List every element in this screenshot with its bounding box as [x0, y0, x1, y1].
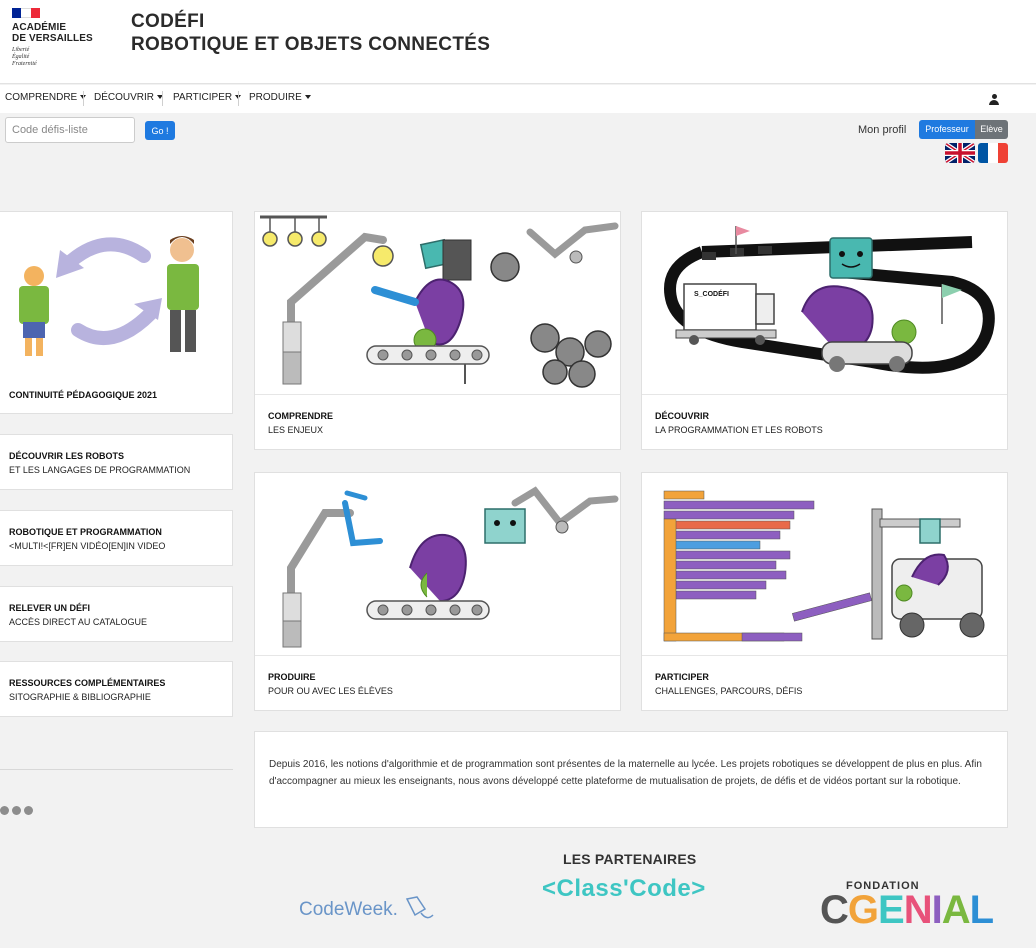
left-card-subtitle: <MULTI!<[FR]EN VIDÉO[EN]IN VIDEO: [9, 541, 166, 551]
profile-eleve-button[interactable]: Elève: [975, 120, 1008, 139]
site-title-line1: CODÉFI: [131, 11, 205, 32]
left-card-title: RELEVER UN DÉFI: [9, 603, 91, 613]
card-produire[interactable]: PRODUIRE POUR OU AVEC LES ÉLÈVES: [254, 472, 621, 711]
site-title: CODÉFI ROBOTIQUE ET OBJETS CONNECTÉS: [131, 10, 490, 56]
card-subtitle: LA PROGRAMMATION ET LES ROBOTS: [655, 425, 823, 435]
left-card-title: ROBOTIQUE ET PROGRAMMATION: [9, 527, 162, 537]
logo-line2: DE VERSAILLES: [12, 33, 93, 44]
card-decouvrir[interactable]: S_CODÉFI DÉCOUVRIR LA PROGRAMMATION ET L…: [641, 211, 1008, 450]
left-divider: [0, 769, 233, 770]
produire-illustration: [255, 473, 620, 656]
participer-illustration: [642, 473, 1007, 656]
left-card-subtitle: SITOGRAPHIE & BIBLIOGRAPHIE: [9, 692, 151, 702]
left-card-title: RESSOURCES COMPLÉMENTAIRES: [9, 678, 166, 688]
left-card-title: CONTINUITÉ PÉDAGOGIQUE 2021: [9, 390, 158, 400]
cgenial-text: CGENIAL: [820, 888, 994, 932]
nav-participer[interactable]: PARTICIPER: [173, 92, 241, 103]
facebook-icon[interactable]: [0, 806, 9, 815]
card-title: PRODUIRE: [268, 672, 316, 682]
exchange-illustration: [19, 236, 199, 356]
profile-label: Mon profil: [858, 124, 907, 136]
logo-line1: ACADÉMIE: [12, 22, 67, 33]
left-card-ressources[interactable]: RESSOURCES COMPLÉMENTAIRES SITOGRAPHIE &…: [0, 661, 233, 717]
go-button[interactable]: Go !: [145, 121, 175, 140]
nav-divider: [83, 91, 84, 106]
fondation-cgenial-logo[interactable]: FONDATION CGENIAL: [820, 878, 994, 938]
nav-decouvrir[interactable]: DÉCOUVRIR: [94, 92, 163, 103]
left-card-subtitle: ET LES LANGAGES DE PROGRAMMATION: [9, 465, 191, 475]
site-header: ACADÉMIE DE VERSAILLES Liberté Égalité F…: [0, 0, 1036, 84]
codeweek-text: CodeWeek.: [299, 899, 398, 920]
card-subtitle: LES ENJEUX: [268, 425, 324, 435]
twitter-icon[interactable]: [12, 806, 21, 815]
site-description: Depuis 2016, les notions d'algorithmie e…: [254, 731, 1008, 828]
card-subtitle: POUR OU AVEC LES ÉLÈVES: [268, 686, 393, 696]
card-comprendre[interactable]: COMPRENDRE LES ENJEUX: [254, 211, 621, 450]
french-flag-icon: [12, 8, 40, 18]
academie-logo[interactable]: ACADÉMIE DE VERSAILLES Liberté Égalité F…: [12, 8, 112, 76]
left-card-title: DÉCOUVRIR LES ROBOTS: [9, 451, 125, 461]
fondation-text: FONDATION: [846, 880, 920, 892]
mouse-icon: [406, 896, 434, 919]
card-title: DÉCOUVRIR: [655, 411, 710, 421]
card-subtitle: CHALLENGES, PARCOURS, DÉFIS: [655, 686, 803, 696]
site-title-line2: ROBOTIQUE ET OBJETS CONNECTÉS: [131, 34, 491, 55]
codeweek-logo[interactable]: CodeWeek.: [299, 895, 435, 921]
nav-divider: [162, 91, 163, 106]
left-card-decouvrir-robots[interactable]: DÉCOUVRIR LES ROBOTS ET LES LANGAGES DE …: [0, 434, 233, 490]
partners-title: LES PARTENAIRES: [563, 851, 697, 867]
decouvrir-illustration: S_CODÉFI: [642, 212, 1007, 395]
truck-sign: S_CODÉFI: [694, 289, 729, 298]
nav-produire[interactable]: PRODUIRE: [249, 92, 311, 103]
left-card-relever-defi[interactable]: RELEVER UN DÉFI ACCÈS DIRECT AU CATALOGU…: [0, 586, 233, 642]
user-icon[interactable]: [989, 94, 999, 105]
main-nav: COMPRENDRE DÉCOUVRIR PARTICIPER PRODUIRE: [0, 85, 1036, 113]
nav-comprendre[interactable]: COMPRENDRE: [5, 92, 86, 103]
code-search-input[interactable]: [5, 117, 135, 143]
classcode-logo[interactable]: <Class'Code>: [542, 875, 706, 902]
uk-flag-icon[interactable]: [945, 143, 975, 163]
card-title: PARTICIPER: [655, 672, 709, 682]
nav-divider: [238, 91, 239, 106]
profile-professeur-button[interactable]: Professeur: [919, 120, 975, 139]
comprendre-illustration: [255, 212, 620, 395]
card-title: COMPRENDRE: [268, 411, 334, 421]
devise: Liberté Égalité Fraternité: [12, 47, 37, 67]
share-icon[interactable]: [24, 806, 33, 815]
fr-flag-icon[interactable]: [978, 143, 1008, 163]
left-card-continuite[interactable]: CONTINUITÉ PÉDAGOGIQUE 2021: [0, 211, 233, 414]
card-participer[interactable]: PARTICIPER CHALLENGES, PARCOURS, DÉFIS: [641, 472, 1008, 711]
left-card-robotique-programmation[interactable]: ROBOTIQUE ET PROGRAMMATION <MULTI!<[FR]E…: [0, 510, 233, 566]
left-card-subtitle: ACCÈS DIRECT AU CATALOGUE: [9, 617, 148, 627]
